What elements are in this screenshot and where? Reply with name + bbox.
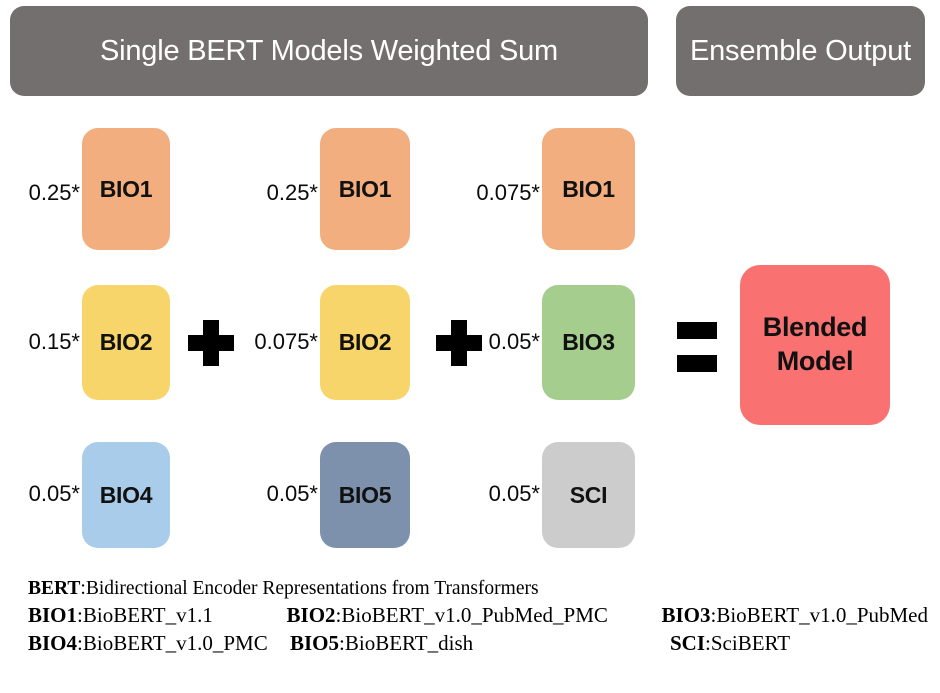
legend-separator: : — [80, 578, 86, 599]
legend-separator: : — [705, 631, 711, 655]
model-box-bio2-col1[interactable]: BIO2 — [82, 285, 170, 400]
legend-entry-bio3: BIO3: BioBERT_v1.0_PubMed — [661, 603, 928, 628]
legend-key: SCI — [670, 631, 706, 655]
weight-label-bio5-col2: 0.05* — [266, 481, 318, 506]
weight-label-bio2-col2: 0.075* — [254, 329, 318, 354]
header-banner-ensemble-output: Ensemble Output — [676, 6, 925, 96]
model-box-bio3-col3[interactable]: BIO3 — [542, 285, 635, 400]
legend-row: BIO4: BioBERT_v1.0_PMC BIO5: BioBERT_dis… — [28, 631, 928, 656]
model-box-bio1-col1[interactable]: BIO1 — [82, 128, 170, 250]
model-box-bio5-col2[interactable]: BIO5 — [320, 442, 410, 548]
model-box-bio1-col3[interactable]: BIO1 — [542, 128, 635, 250]
legend-value: Bidirectional Encoder Representations fr… — [85, 578, 539, 599]
model-box-bio1-col2[interactable]: BIO1 — [320, 128, 410, 250]
weight-label-bio3-col3: 0.05* — [488, 329, 540, 354]
legend-value: BioBERT_v1.0_PubMed_PMC — [341, 603, 608, 627]
legend-value: BioBERT_v1.0_PMC — [82, 631, 268, 655]
legend-value: BioBERT_dish — [344, 631, 474, 655]
legend-key: BIO2 — [286, 603, 336, 627]
model-box-bio2-col2[interactable]: BIO2 — [320, 285, 410, 400]
legend-key: BIO3 — [661, 603, 711, 627]
legend-separator: : — [335, 603, 342, 627]
weight-label-bio4-col1: 0.05* — [28, 481, 80, 506]
equals-operator-icon — [677, 322, 717, 372]
legend-separator: : — [77, 631, 83, 655]
legend-separator: : — [77, 603, 83, 627]
equals-bar-bottom — [677, 355, 717, 372]
output-box-blended-model[interactable]: Blended Model — [740, 265, 890, 425]
legend-value: SciBERT — [710, 631, 791, 655]
blended-model-label: Blended Model — [762, 311, 868, 379]
weight-label-sci-col3: 0.05* — [488, 481, 540, 506]
legend-row: BERT: Bidirectional Encoder Representati… — [28, 578, 928, 600]
legend-key: BIO1 — [28, 603, 78, 627]
legend-key: BERT — [28, 578, 81, 599]
legend-value: BioBERT_v1.1 — [82, 603, 213, 627]
plus-operator-icon-1 — [188, 320, 234, 366]
blended-model-line1: Blended — [762, 312, 868, 343]
weight-label-bio1-col2: 0.25* — [266, 180, 318, 205]
legend: BERT: Bidirectional Encoder Representati… — [28, 578, 928, 659]
legend-entry-bio1: BIO1: BioBERT_v1.1 — [28, 603, 287, 628]
plus-operator-icon-2 — [436, 320, 482, 366]
legend-entry-bio4: BIO4: BioBERT_v1.0_PMC — [28, 631, 290, 656]
blended-model-line2: Model — [776, 346, 854, 376]
legend-value: BioBERT_v1.0_PubMed — [716, 603, 928, 627]
weight-label-bio1-col1: 0.25* — [28, 180, 80, 205]
model-box-sci-col3[interactable]: SCI — [542, 442, 635, 548]
legend-entry-bio2: BIO2: BioBERT_v1.0_PubMed_PMC — [287, 603, 662, 628]
legend-key: BIO5 — [290, 631, 340, 655]
model-box-bio4-col1[interactable]: BIO4 — [82, 442, 170, 548]
weight-label-bio2-col1: 0.15* — [28, 329, 80, 354]
equals-bar-top — [677, 322, 717, 339]
legend-row: BIO1: BioBERT_v1.1 BIO2: BioBERT_v1.0_Pu… — [28, 603, 928, 628]
legend-entry-bio5: BIO5: BioBERT_dish — [290, 631, 670, 656]
weight-label-bio1-col3: 0.075* — [476, 180, 540, 205]
legend-entry-bert: BERT: Bidirectional Encoder Representati… — [28, 578, 539, 600]
header-banner-weighted-sum: Single BERT Models Weighted Sum — [10, 6, 648, 96]
legend-key: BIO4 — [28, 631, 78, 655]
legend-entry-sci: SCI:SciBERT — [670, 631, 790, 656]
legend-separator: : — [710, 603, 717, 627]
legend-separator: : — [339, 631, 345, 655]
